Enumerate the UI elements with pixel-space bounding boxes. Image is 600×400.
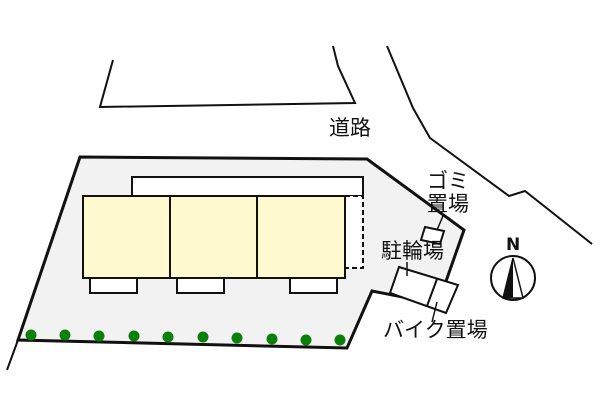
garbage-label-line2: 置場 <box>427 192 469 216</box>
bicycle-parking-area <box>388 265 460 315</box>
corridor <box>131 176 364 197</box>
building-unit-1 <box>82 195 171 279</box>
bike-leader-line <box>431 301 438 323</box>
bicycle-parking-label: 駐輪場 <box>381 239 444 263</box>
dashed-area <box>344 195 364 269</box>
neighbor-block-outline <box>98 45 357 109</box>
garbage-leader-line <box>436 215 444 231</box>
balcony-1 <box>89 277 138 294</box>
north-label: N <box>506 235 521 255</box>
tree-row <box>25 329 346 346</box>
road-edge-line <box>386 45 593 245</box>
balcony-3 <box>289 277 338 294</box>
garbage-label-line1: ゴミ <box>427 169 469 193</box>
lot-boundary-extension <box>6 339 19 371</box>
bike-parking-label: バイク置場 <box>383 318 488 342</box>
road-label: 道路 <box>329 116 371 140</box>
north-compass-icon <box>490 255 536 301</box>
building-unit-3 <box>256 195 346 279</box>
parking-divider <box>426 278 438 307</box>
building-unit-2 <box>169 195 258 279</box>
balcony-2 <box>176 277 225 294</box>
